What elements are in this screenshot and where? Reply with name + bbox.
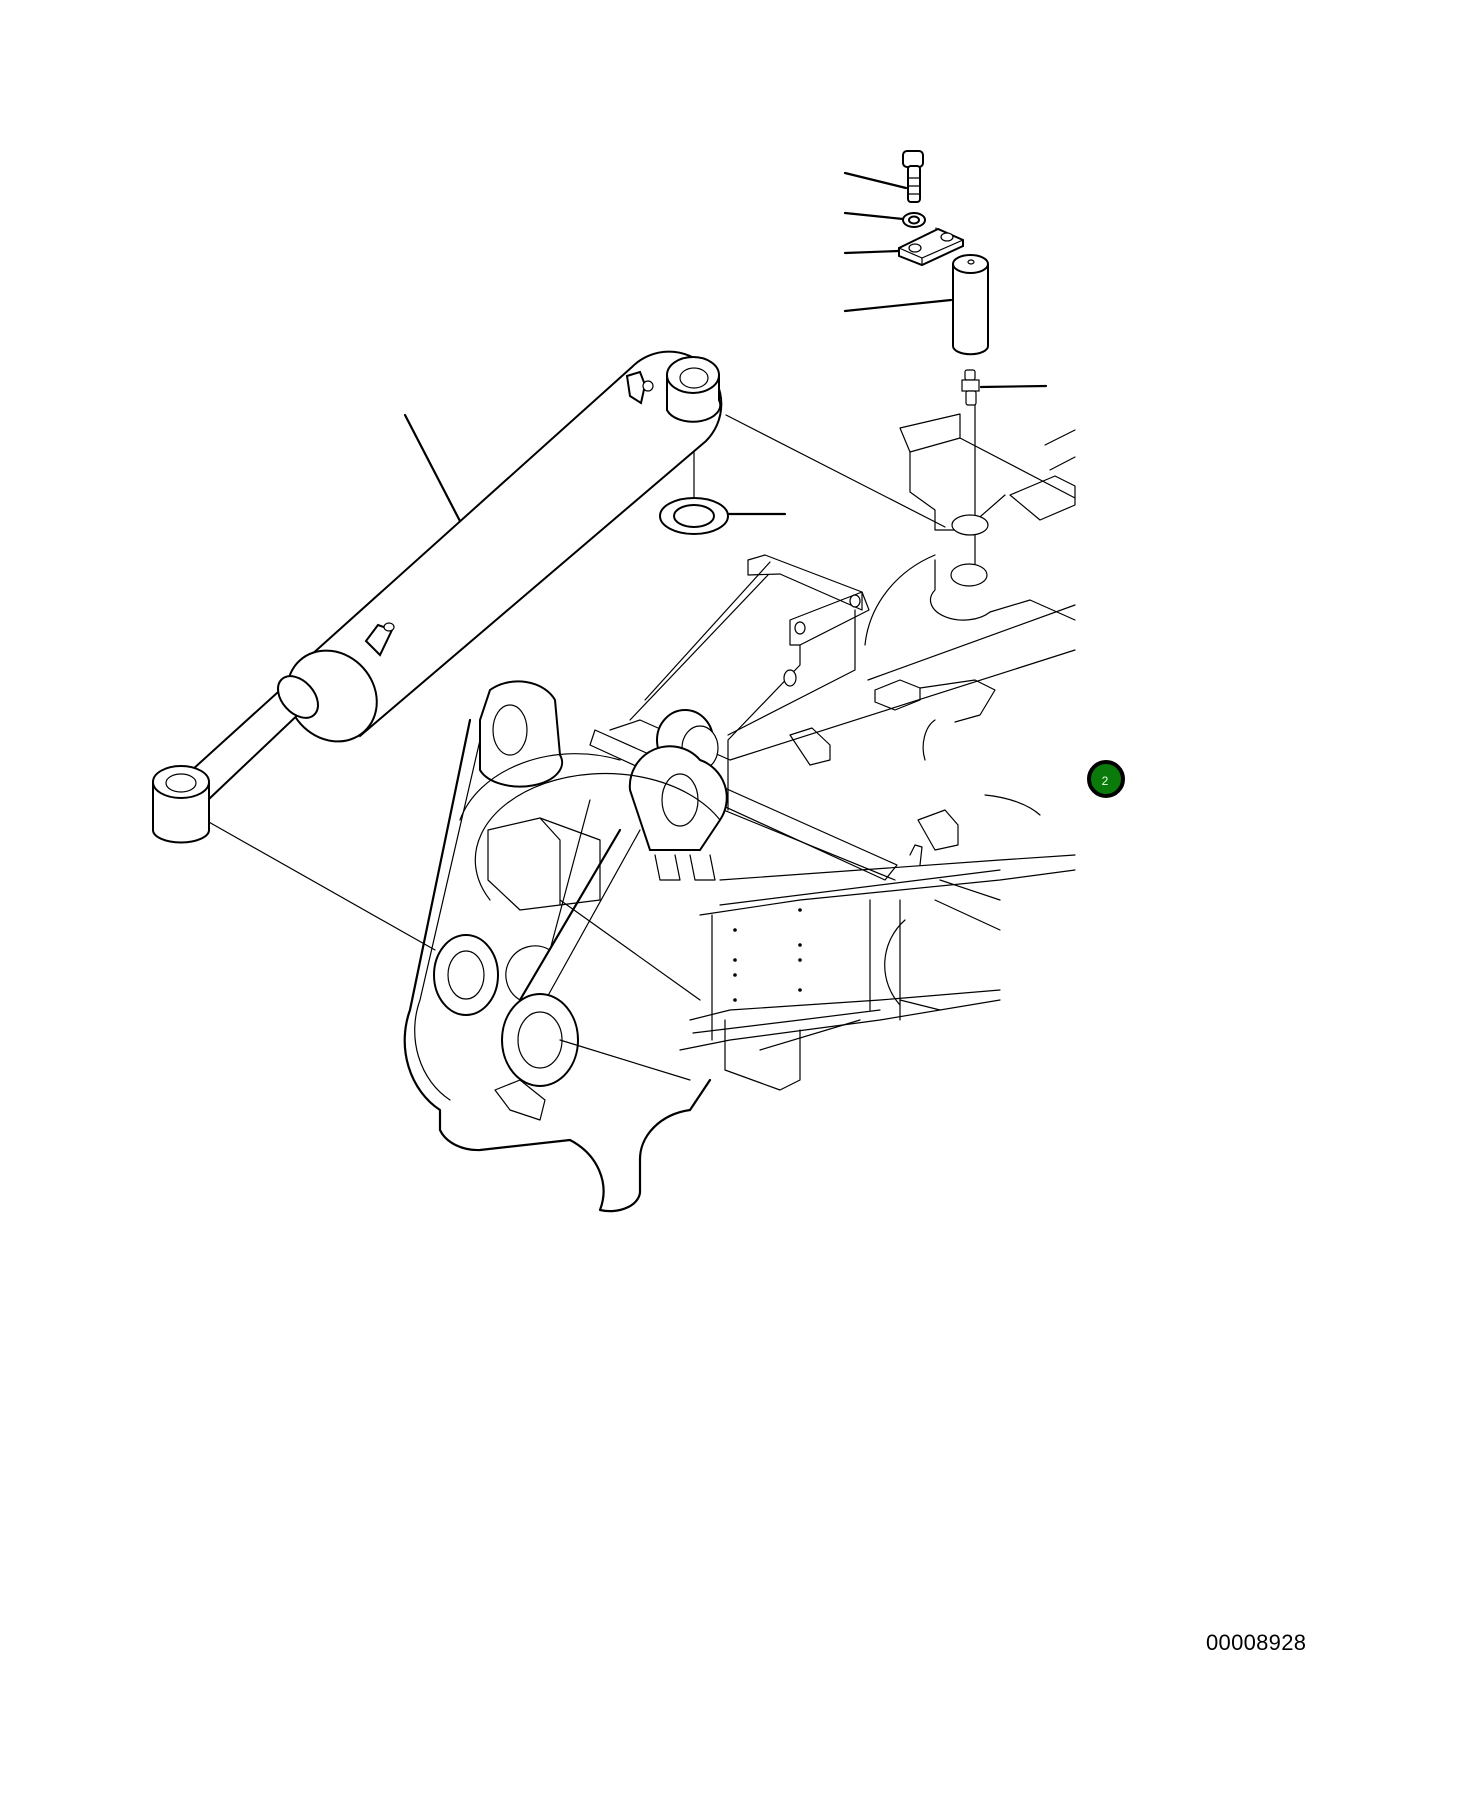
pin-part [952,254,989,356]
bolt-part [902,150,924,203]
grease-fitting-part [961,369,980,406]
washer-part [902,212,926,228]
frame-structure [403,413,1076,1213]
lock-plate-part [898,227,964,267]
spacer-part [659,497,729,535]
callout-marker-label: 2 [1101,773,1109,788]
drawing-number: 00008928 [1206,1630,1307,1655]
leader-lines [199,171,1048,951]
callout-marker-2[interactable]: 2 [1087,760,1125,798]
cylinder-part [152,350,723,844]
